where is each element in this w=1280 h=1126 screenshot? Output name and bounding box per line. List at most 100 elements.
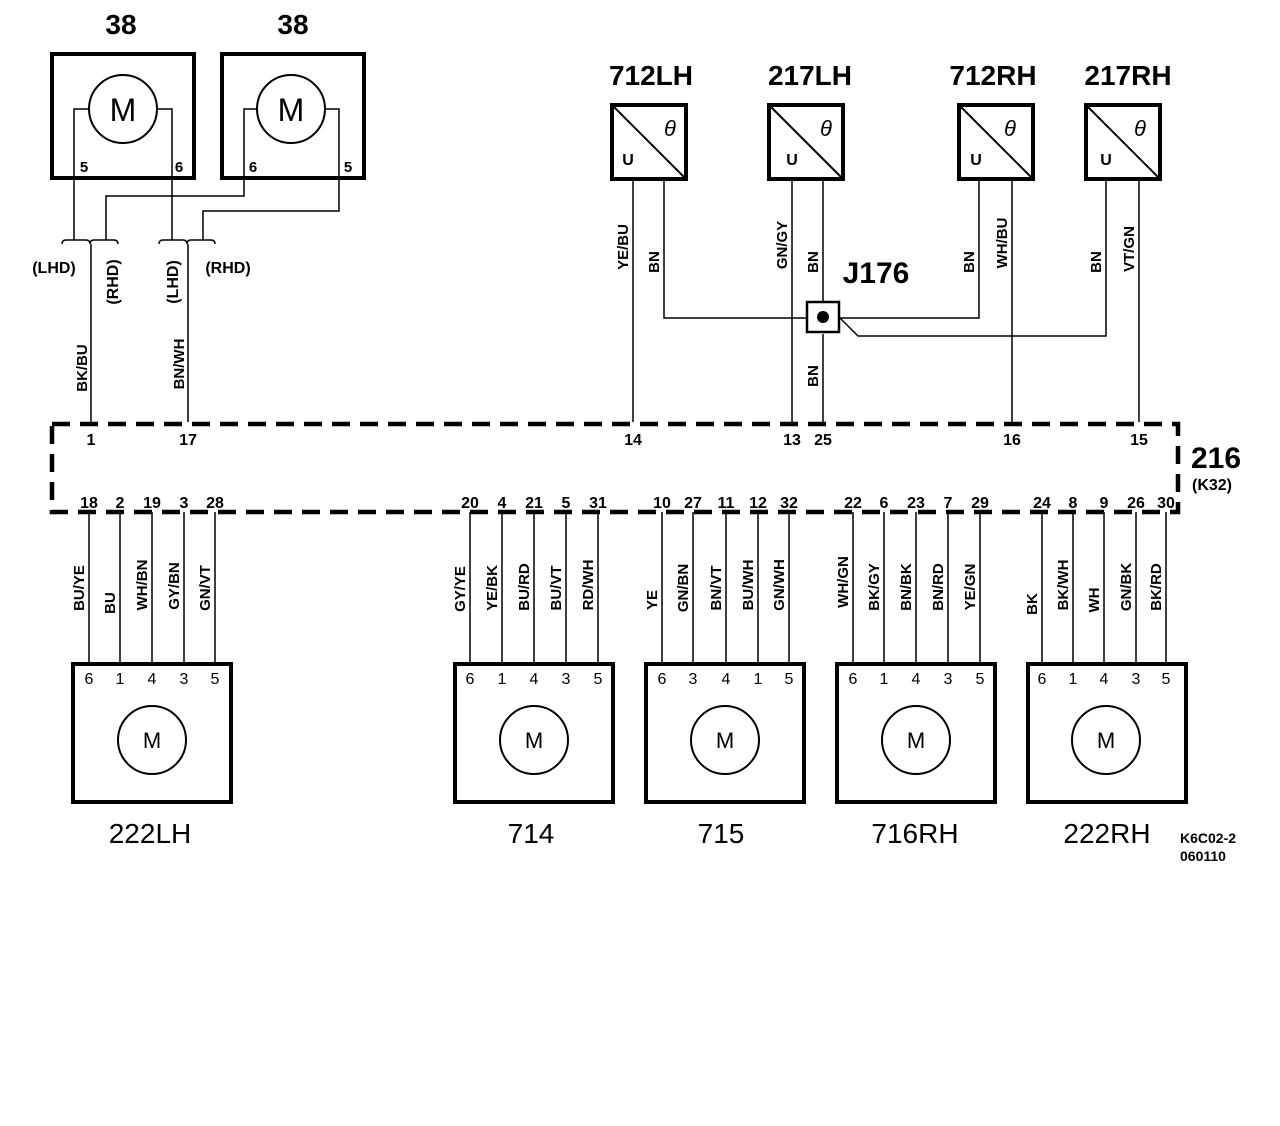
sensor-u-symbol: U [622,152,634,169]
pin-label: 12 [749,495,767,512]
junction-label: J176 [843,257,910,290]
sensor-theta-symbol: θ [820,116,832,141]
pin-label: 6 [880,495,889,512]
pin-label: 4 [148,671,157,688]
pin-label: 6 [175,159,183,176]
pin-label: 14 [624,432,642,449]
pin-label: 10 [653,495,671,512]
wire-color-label: BN/WH [171,339,188,390]
motor-symbol: M [716,728,734,753]
sensor-712rh-label: 712RH [949,60,1036,91]
pin-label: 3 [1132,671,1141,688]
pin-label: 22 [844,495,862,512]
pin-label: 6 [658,671,667,688]
pin-label: 7 [944,495,953,512]
wire-color-label: BN/VT [708,566,725,611]
pin-label: 3 [689,671,698,688]
wire-color-label: BN [805,251,822,273]
actuator-label: 715 [698,818,745,849]
sensor-u-symbol: U [786,152,798,169]
junction-j176: J176 [805,257,910,334]
actuator-wire-labels: BU/YE BU WH/BN GY/BN GN/VT GY/YE YE/BK B… [71,556,1165,615]
pin-label: 5 [785,671,794,688]
lhd-label: (LHD) [32,260,76,277]
wire-color-label: GY/YE [452,566,469,612]
pin-label: 17 [179,432,197,449]
wire-color-label: GN/BN [675,564,692,612]
wire-color-label: BU [102,592,119,614]
pin-label: 29 [971,495,989,512]
diagram-code: K6C02-2 [1180,830,1236,846]
pin-label: 4 [498,495,507,512]
pin-label: 1 [87,432,96,449]
wire-color-label: BK/BU [74,344,91,392]
wire-color-label: YE/BK [484,565,501,611]
sensor-217lh: θ U 217LH [767,60,852,181]
lhd-label-vertical: (LHD) [165,260,182,304]
actuator-716rh: M 6 1 4 3 5 716RH [835,662,997,849]
wire-color-label: BK/RD [1148,563,1165,611]
wire-color-label: YE [644,590,661,610]
sensor-wiring [632,179,1140,422]
motor-symbol: M [278,92,305,128]
wire-color-label: WH/BN [134,560,151,611]
motor-38-wiring [61,108,340,422]
motor-symbol: M [143,728,161,753]
ecu-bottom-pins: 18 2 19 3 28 20 4 21 5 31 10 27 11 12 32… [80,495,1175,512]
pin-label: 5 [594,671,603,688]
wire-color-label: BK/GY [866,563,883,611]
pin-label: 4 [530,671,539,688]
actuator-714: M 6 1 4 3 5 714 [453,662,615,849]
pin-label: 1 [754,671,763,688]
motor-symbol: M [1097,728,1115,753]
sensor-theta-symbol: θ [1004,116,1016,141]
sensor-217lh-label: 217LH [768,60,852,91]
wire-color-label: VT/GN [1121,226,1138,272]
sensor-712lh-label: 712LH [609,60,693,91]
pin-label: 11 [718,495,735,512]
pin-label: 3 [180,671,189,688]
wire-color-label: BN/BK [898,563,915,611]
pin-label: 2 [116,495,125,512]
wire-color-label: WH/BU [994,218,1011,269]
wire-color-label: BU/YE [71,565,88,611]
actuator-wires [88,512,1167,664]
wire-color-label: RD/WH [580,560,597,611]
pin-label: 6 [466,671,475,688]
pin-label: 1 [116,671,125,688]
wire-color-label: BN [961,251,978,273]
pin-label: 6 [849,671,858,688]
pin-label: 3 [180,495,189,512]
pin-label: 4 [1100,671,1109,688]
ecu-top-pins: 1 17 14 13 25 16 15 [87,432,1148,449]
pin-label: 16 [1003,432,1021,449]
pin-label: 24 [1033,495,1051,512]
motor-symbol: M [110,92,137,128]
wire-color-label: BU/WH [740,560,757,611]
pin-label: 32 [780,495,798,512]
pin-label: 5 [80,159,88,176]
wire-color-label: BN/RD [930,563,947,611]
actuator-222rh: M 6 1 4 3 5 222RH [1026,662,1188,849]
pin-label: 19 [143,495,161,512]
pin-label: 6 [85,671,94,688]
pin-label: 6 [249,159,257,176]
wire-color-label: BU/RD [516,563,533,611]
pin-label: 23 [907,495,925,512]
pin-label: 1 [1069,671,1078,688]
pin-label: 1 [880,671,889,688]
pin-label: 5 [1162,671,1171,688]
motor-symbol: M [525,728,543,753]
pin-label: 27 [684,495,702,512]
pin-label: 13 [783,432,801,449]
pin-label: 31 [589,495,607,512]
pin-label: 5 [562,495,571,512]
pin-label: 18 [80,495,98,512]
pin-label: 28 [206,495,224,512]
pin-label: 5 [211,671,220,688]
rhd-label-vertical: (RHD) [105,259,122,304]
pin-label: 21 [525,495,543,512]
pin-label: 5 [976,671,985,688]
sensor-theta-symbol: θ [664,116,676,141]
